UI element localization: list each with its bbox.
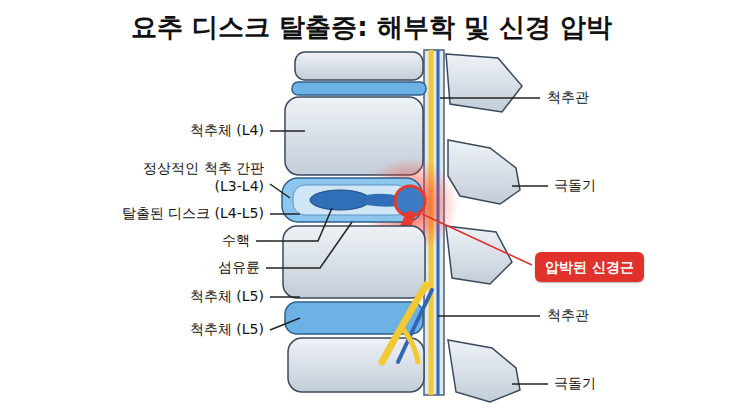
part-label: 극돌기 [552, 177, 598, 195]
nucleus [310, 190, 370, 210]
leader-line [270, 130, 305, 132]
spinous-process [448, 340, 520, 402]
leader-line [256, 208, 332, 241]
disc [292, 82, 426, 95]
leader-line [270, 213, 300, 215]
part-label: 정상적인 척추 간판 (L3-L4) [112, 160, 266, 195]
part-label: 척추관 [545, 307, 591, 325]
diagram-title: 요추 디스크 탈출증: 해부학 및 신경 압박 [0, 10, 743, 45]
part-label: 탈출된 디스크 (L4-L5) [120, 205, 266, 223]
callout-text: 압박된 신경근 [545, 259, 634, 275]
nerve-root [398, 290, 432, 362]
leader-line [422, 214, 532, 265]
leader-line [270, 296, 300, 298]
leader-line [512, 185, 548, 187]
leader-line [270, 184, 290, 198]
nerve-root [404, 330, 418, 362]
part-label: 척추체 (L5) [188, 288, 266, 306]
part-label: 수핵 [220, 232, 252, 250]
leader-line [512, 383, 548, 385]
posterior-arch [446, 54, 522, 112]
callout-box: 압박된 신경근 [535, 252, 644, 282]
leader-line [270, 318, 300, 330]
annulus [293, 185, 409, 215]
leader-line [440, 97, 540, 99]
leader-line [266, 222, 352, 268]
part-label: 척추체 (L4) [188, 122, 266, 140]
part-label: 척추체 (L5) [188, 321, 266, 339]
herniation [366, 194, 398, 207]
spinous-process [448, 140, 520, 204]
part-label: 척추관 [545, 89, 591, 107]
leader-line [438, 315, 540, 317]
vertebral-body [283, 226, 425, 298]
vertebral-body [295, 52, 423, 80]
part-label: 섬유륜 [216, 259, 262, 277]
posterior-arch [446, 226, 512, 284]
part-label: 극돌기 [552, 375, 598, 393]
